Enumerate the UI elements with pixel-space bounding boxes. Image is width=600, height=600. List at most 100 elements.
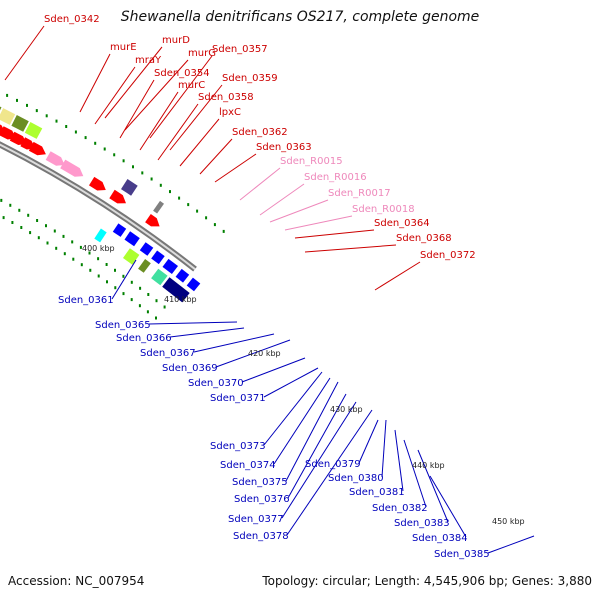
gene-labels: Sden_0342murEmurDmraYmurGSden_0357Sden_0… bbox=[44, 14, 490, 560]
leader-line bbox=[285, 381, 339, 482]
gc-dot bbox=[138, 304, 141, 308]
cog-block-inner bbox=[162, 277, 190, 303]
cog-block-inner bbox=[123, 248, 140, 265]
gc-dot bbox=[222, 229, 225, 233]
leader-line bbox=[394, 429, 404, 492]
leader-line bbox=[169, 327, 245, 338]
leader-line bbox=[169, 84, 223, 151]
leader-line bbox=[374, 261, 421, 291]
leader-line bbox=[79, 53, 111, 113]
gc-dot bbox=[113, 153, 116, 157]
gc-dot bbox=[213, 223, 216, 227]
gc-dot bbox=[2, 216, 5, 220]
leader-line bbox=[286, 409, 373, 536]
reverse-cds-arrow bbox=[139, 242, 154, 256]
gc-dot bbox=[178, 196, 181, 200]
gc-dot bbox=[26, 103, 28, 107]
gene-label: Sden_0364 bbox=[374, 218, 430, 229]
genome-stats-text: Topology: circular; Length: 4,545,906 bp… bbox=[262, 574, 592, 588]
leader-line bbox=[429, 475, 467, 538]
leader-line bbox=[487, 535, 535, 554]
gc-dot bbox=[169, 190, 171, 194]
reverse-cds-arrow bbox=[151, 250, 165, 265]
backbone-highlight bbox=[0, 143, 196, 270]
gene-label: Sden_0368 bbox=[396, 233, 452, 244]
cog-block bbox=[0, 108, 16, 125]
gc-dot bbox=[94, 141, 97, 145]
cog-block bbox=[11, 115, 29, 132]
cog-track bbox=[0, 106, 164, 214]
accession-text: Accession: NC_007954 bbox=[8, 574, 145, 588]
cog-block-inner bbox=[151, 268, 168, 286]
gene-label: lpxC bbox=[219, 107, 241, 118]
gc-dot bbox=[74, 130, 77, 134]
gene-label: Sden_0357 bbox=[212, 44, 268, 55]
gene-label: Sden_0376 bbox=[234, 494, 290, 505]
gc-dot bbox=[35, 109, 38, 113]
gene-label: Sden_0383 bbox=[394, 518, 450, 529]
gene-label: murG bbox=[188, 48, 216, 59]
leader-line bbox=[179, 118, 220, 167]
gene-label: Sden_0366 bbox=[116, 333, 172, 344]
gc-dot bbox=[11, 221, 14, 224]
gene-label: Sden_R0018 bbox=[352, 204, 415, 215]
leader-line bbox=[119, 79, 155, 139]
gc-dot bbox=[80, 263, 83, 267]
gc-dot bbox=[139, 286, 142, 290]
gc-dot bbox=[71, 240, 74, 244]
leader-line bbox=[124, 59, 189, 131]
leader-line bbox=[381, 419, 387, 478]
gc-dot bbox=[122, 274, 125, 278]
gc-dot bbox=[55, 119, 58, 123]
gene-label: Sden_0363 bbox=[256, 142, 312, 153]
tick-label: 450 kbp bbox=[492, 517, 525, 526]
cog-block-inner bbox=[94, 228, 107, 243]
gc-dot bbox=[62, 234, 65, 238]
gc-dot bbox=[45, 114, 48, 118]
reverse-cds-arrow bbox=[112, 223, 127, 237]
reverse-cds-arrow bbox=[186, 277, 201, 292]
gene-label: Sden_0372 bbox=[420, 250, 476, 261]
gc-dot bbox=[132, 165, 134, 169]
gc-dot bbox=[88, 251, 91, 255]
gc-dot bbox=[150, 177, 153, 181]
gene-label: murC bbox=[178, 80, 205, 91]
gene-label: Sden_0385 bbox=[434, 549, 490, 560]
gc-dot bbox=[159, 183, 162, 187]
tick-label: 410 kbp bbox=[164, 295, 197, 304]
gene-label: Sden_R0015 bbox=[280, 156, 343, 167]
leader-line bbox=[193, 333, 275, 353]
leader-line bbox=[269, 199, 329, 223]
gc-dot bbox=[106, 280, 108, 284]
gene-label: Sden_0375 bbox=[232, 477, 288, 488]
leader-line bbox=[263, 371, 323, 446]
gc-dot bbox=[155, 316, 157, 320]
gene-label: Sden_0378 bbox=[233, 531, 289, 542]
gc-dot bbox=[46, 241, 49, 245]
gene-label: Sden_0374 bbox=[220, 460, 276, 471]
gc-dot-tracks bbox=[0, 93, 225, 320]
page-title: Shewanella denitrificans OS217, complete… bbox=[120, 9, 480, 25]
gene-label: Sden_0365 bbox=[95, 320, 151, 331]
leader-line bbox=[111, 259, 137, 300]
leader-line bbox=[199, 138, 233, 175]
leader-line bbox=[273, 377, 331, 465]
cog-block bbox=[0, 106, 2, 111]
cog-block bbox=[153, 200, 164, 214]
reverse-cds-arrow bbox=[175, 268, 190, 283]
gene-label: Sden_0367 bbox=[140, 348, 196, 359]
gc-dot bbox=[45, 224, 47, 228]
leader-line bbox=[149, 55, 213, 139]
leader-line bbox=[287, 393, 347, 499]
leader-line bbox=[294, 229, 375, 239]
tick-label: 420 kbp bbox=[248, 349, 281, 358]
leader-line bbox=[259, 183, 305, 216]
gc-dot bbox=[29, 231, 32, 235]
leader-line bbox=[263, 367, 319, 398]
leader-line bbox=[358, 419, 379, 464]
gene-label: Sden_R0017 bbox=[328, 188, 391, 199]
leader-line bbox=[304, 244, 397, 253]
gene-label: Sden_0359 bbox=[222, 73, 278, 84]
